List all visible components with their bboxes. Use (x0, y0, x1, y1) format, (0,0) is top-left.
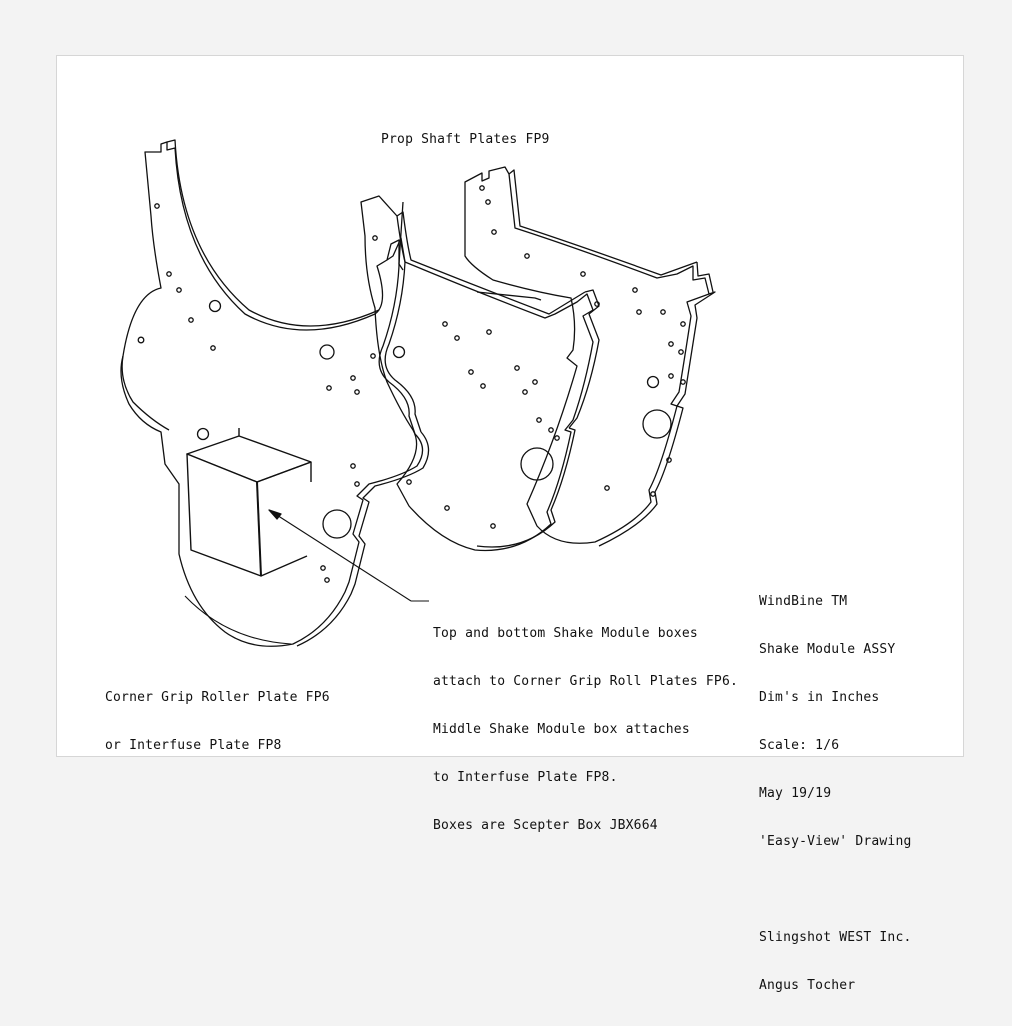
plate-label-line-1: Corner Grip Roller Plate FP6 (105, 690, 330, 705)
prop-shaft-label: Prop Shaft Plates FP9 (381, 132, 550, 147)
title-block: WindBine TM Shake Module ASSY Dim's in I… (759, 562, 912, 1026)
scale-note: Scale: 1/6 (759, 738, 840, 753)
callout-line-4: to Interfuse Plate FP8. (433, 770, 618, 785)
callout-line-3: Middle Shake Module box attaches (433, 722, 690, 737)
date-note: May 19/19 (759, 786, 832, 801)
plate-label-line-2: or Interfuse Plate FP8 (105, 738, 282, 753)
middle-plate (360, 195, 600, 552)
author-name: Angus Tocher (759, 978, 856, 993)
callout-note: Top and bottom Shake Module boxes attach… (433, 594, 738, 866)
front-plate (120, 139, 430, 647)
company-name: Slingshot WEST Inc. (759, 930, 912, 945)
units-note: Dim's in Inches (759, 690, 880, 705)
shake-module-box (186, 428, 312, 577)
assembly-name: Shake Module ASSY (759, 642, 896, 657)
product-name: WindBine TM (759, 594, 848, 609)
plate-label: Corner Grip Roller Plate FP6 or Interfus… (105, 658, 330, 786)
title-block-spacer (759, 882, 912, 898)
callout-line-5: Boxes are Scepter Box JBX664 (433, 818, 658, 833)
callout-line-1: Top and bottom Shake Module boxes (433, 626, 698, 641)
callout-leader (268, 509, 429, 602)
isometric-drawing (120, 139, 716, 647)
drawing-sheet: Prop Shaft Plates FP9 Corner Grip Roller… (56, 55, 964, 993)
callout-line-2: attach to Corner Grip Roll Plates FP6. (433, 674, 739, 689)
back-plate (464, 166, 716, 547)
drawing-type: 'Easy-View' Drawing (759, 834, 912, 849)
